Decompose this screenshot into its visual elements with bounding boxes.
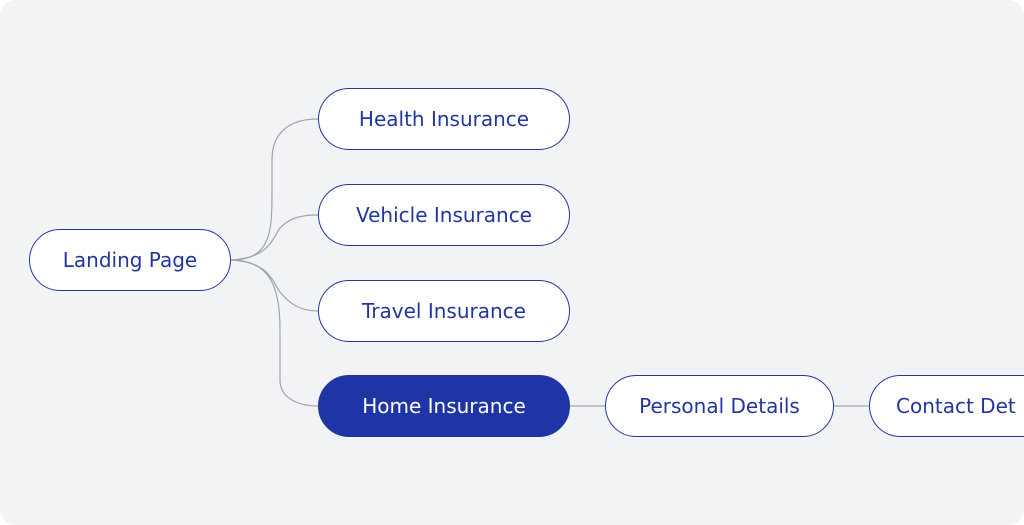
node-home-insurance[interactable]: Home Insurance <box>318 375 570 437</box>
node-label: Vehicle Insurance <box>355 203 532 227</box>
connector-landing-vehicle <box>230 214 319 261</box>
node-label: Travel Insurance <box>362 299 526 323</box>
node-vehicle-insurance[interactable]: Vehicle Insurance <box>318 184 570 246</box>
node-landing-page[interactable]: Landing Page <box>29 229 231 291</box>
node-travel-insurance[interactable]: Travel Insurance <box>318 280 570 342</box>
connector-landing-travel <box>230 259 319 312</box>
node-label: Home Insurance <box>362 394 526 418</box>
connector-landing-health <box>230 118 319 261</box>
node-health-insurance[interactable]: Health Insurance <box>318 88 570 150</box>
node-contact-details[interactable]: Contact Det <box>869 375 1024 437</box>
node-label: Contact Det <box>896 394 1016 418</box>
node-label: Health Insurance <box>358 107 530 131</box>
node-label: Personal Details <box>639 394 800 418</box>
node-personal-details[interactable]: Personal Details <box>605 375 834 437</box>
node-label: Landing Page <box>62 248 198 272</box>
connector-landing-home <box>230 259 319 407</box>
